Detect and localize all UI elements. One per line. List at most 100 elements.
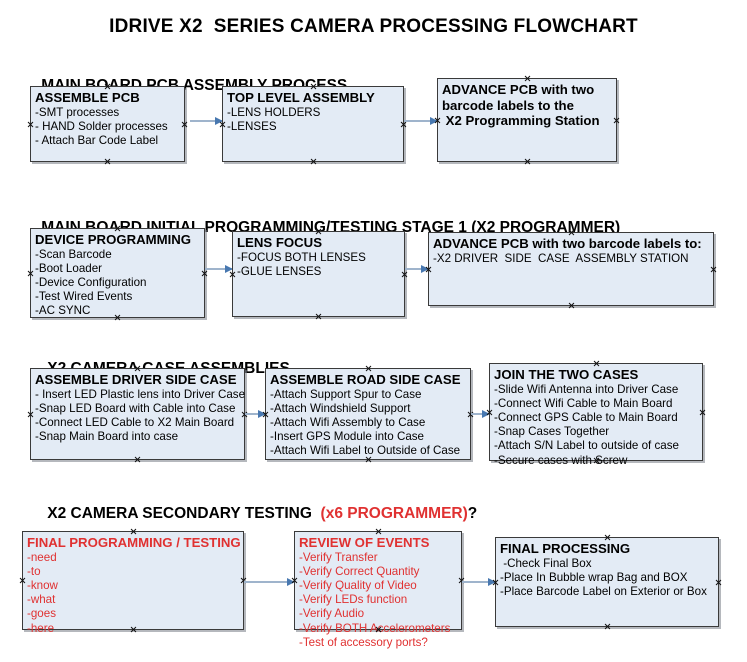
connector-top-level-assembly-to-advance-pcb — [404, 117, 438, 125]
box-lens-focus[interactable]: LENS FOCUS -FOCUS BOTH LENSES -GLUE LENS… — [232, 231, 405, 317]
box-header: ASSEMBLE DRIVER SIDE CASE — [35, 372, 237, 387]
box-item: -Insert GPS Module into Case — [270, 430, 425, 444]
box-item: -FOCUS BOTH LENSES — [237, 250, 366, 264]
box-assemble-road-side-case[interactable]: ASSEMBLE ROAD SIDE CASE -Attach Support … — [265, 368, 471, 460]
resize-handle-right[interactable] — [201, 270, 208, 277]
box-item: -Place Barcode Label on Exterior or Box — [500, 584, 707, 598]
box-item: -Verify Audio — [299, 607, 365, 621]
resize-handle-bottom[interactable] — [315, 313, 322, 320]
box-item: -SMT processes — [35, 105, 120, 119]
box-assemble-driver-side-case[interactable]: ASSEMBLE DRIVER SIDE CASE - Insert LED P… — [30, 368, 245, 460]
arrow-head-icon — [225, 265, 233, 273]
section-title-suffix: ? — [467, 505, 478, 522]
box-item: -Secure cases with Screw — [494, 453, 628, 467]
box-header: REVIEW OF EVENTS — [299, 535, 430, 550]
box-item: -Verify BOTH Accelerometers — [299, 621, 451, 635]
resize-handle-bottom[interactable] — [310, 158, 317, 165]
box-item: - HAND Solder processes — [35, 119, 168, 133]
box-header: ADVANCE PCB with two barcode labels to: — [433, 236, 702, 251]
box-final-processing[interactable]: FINAL PROCESSING -Check Final Box -Place… — [495, 537, 719, 627]
box-item: -what — [27, 593, 56, 607]
connector-review-of-events-to-final-processing — [462, 578, 496, 586]
box-item: -Attach Windshield Support — [270, 401, 411, 415]
arrow-head-icon — [287, 578, 295, 586]
page-title: IDRIVE X2 SERIES CAMERA PROCESSING FLOWC… — [109, 16, 638, 37]
box-header: DEVICE PROGRAMMING — [35, 232, 192, 247]
connector-device-programming-to-lens-focus — [205, 265, 233, 273]
resize-handle-bottom[interactable] — [524, 158, 531, 165]
box-header: FINAL PROCESSING — [500, 541, 631, 556]
resize-handle-left[interactable] — [27, 411, 34, 418]
box-item: -Verify Correct Quantity — [299, 564, 420, 578]
arrow-head-icon — [482, 410, 490, 418]
connector-driver-side-to-road-side — [245, 410, 266, 418]
resize-handle-right[interactable] — [181, 121, 188, 128]
box-top-level-assembly[interactable]: TOP LEVEL ASSEMBLY -LENS HOLDERS -LENSES — [222, 86, 404, 162]
box-header: ASSEMBLE ROAD SIDE CASE — [270, 372, 461, 387]
resize-handle-right[interactable] — [699, 409, 706, 416]
box-item: -Boot Loader — [35, 261, 103, 275]
box-item: -Verify LEDs function — [299, 593, 408, 607]
arrow-head-icon — [421, 265, 429, 273]
resize-handle-top[interactable] — [604, 534, 611, 541]
resize-handle-bottom[interactable] — [604, 623, 611, 630]
box-header: FINAL PROGRAMMING / TESTING — [27, 535, 241, 550]
box-item-overflow: -Test of accessory ports? — [299, 635, 428, 649]
box-item: -Place In Bubble wrap Bag and BOX — [500, 570, 688, 584]
box-header: JOIN THE TWO CASES — [494, 367, 639, 382]
box-join-the-two-cases[interactable]: JOIN THE TWO CASES -Slide Wifi Antenna i… — [489, 360, 706, 467]
arrow-head-icon — [258, 410, 266, 418]
resize-handle-bottom[interactable] — [104, 158, 111, 165]
box-review-of-events[interactable]: REVIEW OF EVENTS -Verify Transfer -Verif… — [294, 531, 462, 649]
resize-handle-right[interactable] — [710, 266, 717, 273]
box-item: -Snap LED Board with Cable into Case — [35, 401, 236, 415]
box-item: -goes — [27, 607, 57, 621]
box-item: - Attach Bar Code Label — [35, 133, 159, 147]
box-item: - Insert LED Plastic lens into Driver Ca… — [35, 387, 246, 401]
connector-final-programming-to-review-of-events — [244, 578, 295, 586]
box-item: -Slide Wifi Antenna into Driver Case — [494, 382, 679, 396]
resize-handle-left[interactable] — [27, 270, 34, 277]
box-item: -to — [27, 564, 41, 578]
resize-handle-top[interactable] — [365, 365, 372, 372]
box-item: -Connect LED Cable to X2 Main Board — [35, 415, 235, 429]
box-advance-pcb-driver-side-case[interactable]: ADVANCE PCB with two barcode labels to: … — [428, 232, 714, 306]
box-header: TOP LEVEL ASSEMBLY — [227, 90, 375, 105]
connector-assemble-pcb-to-top-level-assembly — [190, 117, 223, 125]
resize-handle-right[interactable] — [715, 579, 722, 586]
box-item: -LENSES — [227, 119, 277, 133]
box-final-programming-testing[interactable]: FINAL PROGRAMMING / TESTING -need -to -k… — [19, 531, 244, 635]
box-assemble-pcb[interactable]: ASSEMBLE PCB -SMT processes - HAND Solde… — [30, 86, 185, 162]
box-item: -Attach Support Spur to Case — [270, 387, 422, 401]
box-advance-pcb-programming-station[interactable]: ADVANCE PCB with two barcode labels to t… — [437, 78, 617, 162]
section-title-red-text: (x6 PROGRAMMER) — [320, 505, 468, 522]
box-item: -Scan Barcode — [35, 247, 112, 261]
resize-handle-right[interactable] — [401, 271, 408, 278]
box-item: -AC SYNC — [35, 304, 91, 318]
box-item: -Verify Transfer — [299, 550, 378, 564]
resize-handle-top[interactable] — [524, 75, 531, 82]
box-device-programming[interactable]: DEVICE PROGRAMMING -Scan Barcode -Boot L… — [30, 228, 205, 318]
box-item: -Test Wired Events — [35, 290, 133, 304]
arrow-head-icon — [215, 117, 223, 125]
box-item: -Check Final Box — [500, 556, 592, 570]
box-item: -know — [27, 578, 58, 592]
resize-handle-left[interactable] — [27, 121, 34, 128]
box-item: -GLUE LENSES — [237, 264, 322, 278]
arrow-head-icon — [488, 578, 496, 586]
section-title-text: X2 CAMERA SECONDARY TESTING — [47, 505, 321, 522]
resize-handle-bottom[interactable] — [134, 456, 141, 463]
arrow-head-icon — [430, 117, 438, 125]
box-item: -Attach Wifi Assembly to Case — [270, 415, 426, 429]
box-item: -Connect Wifi Cable to Main Board — [494, 396, 673, 410]
box-item: -Attach Wifi Label to Outside of Case — [270, 444, 461, 458]
resize-handle-top[interactable] — [593, 360, 600, 367]
box-header: ADVANCE PCB with two barcode labels to t… — [442, 82, 600, 128]
resize-handle-right[interactable] — [613, 117, 620, 124]
resize-handle-left[interactable] — [19, 577, 26, 584]
resize-handle-bottom[interactable] — [568, 302, 575, 309]
box-item: -Verify Quality of Video — [299, 578, 417, 592]
box-item: -Snap Cases Together — [494, 425, 610, 439]
box-item: -Attach S/N Label to outside of case — [494, 439, 679, 453]
